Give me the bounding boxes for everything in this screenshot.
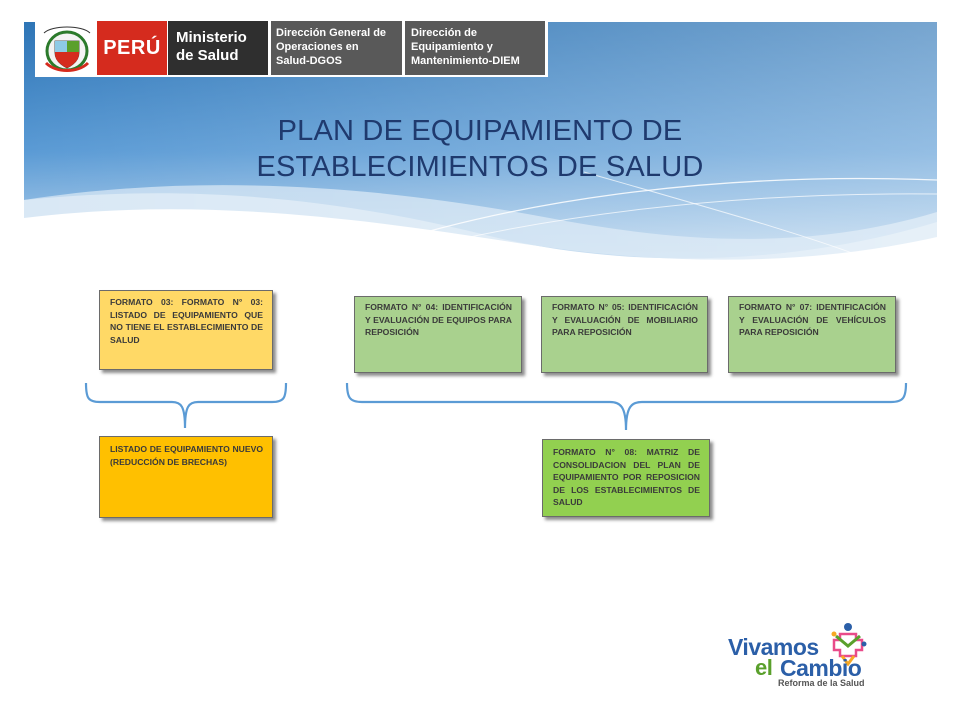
page-title-line1: PLAN DE EQUIPAMIENTO DE (277, 115, 683, 147)
ministry-line2: de Salud (176, 47, 239, 64)
cambio-text: Cambio (780, 655, 862, 681)
vivamos-el-cambio-figure-icon (831, 623, 867, 667)
diem-logo: Dirección de Equipamiento y Mantenimient… (405, 21, 545, 75)
right-bracket (345, 382, 908, 431)
formato-05-box: FORMATO N° 05: IDENTIFICACIÓN Y EVALUACI… (541, 296, 708, 373)
peru-label: PERÚ (97, 21, 167, 75)
diem-line1: Dirección de (411, 27, 478, 39)
vivamos-text: Vivamos (728, 634, 819, 660)
dgos-line2: Operaciones en (276, 41, 359, 53)
formato-04-box: FORMATO N° 04: IDENTIFICACIÓN Y EVALUACI… (354, 296, 522, 373)
formato-07-box: FORMATO N° 07: IDENTIFICACIÓN Y EVALUACI… (728, 296, 896, 373)
reforma-tagline: Reforma de la Salud (778, 678, 865, 688)
ministry-logo: Ministerio de Salud (168, 21, 268, 75)
page-title-line2: ESTABLECIMIENTOS DE SALUD (256, 151, 704, 183)
ministry-line1: Ministerio (176, 29, 247, 46)
formato-08-box: FORMATO N° 08: MATRIZ DE CONSOLIDACION D… (542, 439, 710, 517)
peru-coat-of-arms-icon (43, 26, 91, 72)
diem-line2: Equipamiento y (411, 41, 493, 53)
left-bracket (84, 382, 288, 429)
listado-nuevo-box: LISTADO DE EQUIPAMIENTO NUEVO (REDUCCIÓN… (99, 436, 273, 518)
dgos-line3: Salud-DGOS (276, 55, 343, 67)
diem-line3: Mantenimiento-DIEM (411, 55, 520, 67)
dgos-logo: Dirección General de Operaciones en Salu… (271, 21, 402, 75)
el-text: el (755, 655, 773, 680)
formato-03-box: FORMATO 03: FORMATO N° 03: LISTADO DE EQ… (99, 290, 273, 370)
page-title: PLAN DE EQUIPAMIENTO DE ESTABLECIMIENTOS… (150, 113, 810, 185)
dgos-line1: Dirección General de (276, 27, 387, 39)
